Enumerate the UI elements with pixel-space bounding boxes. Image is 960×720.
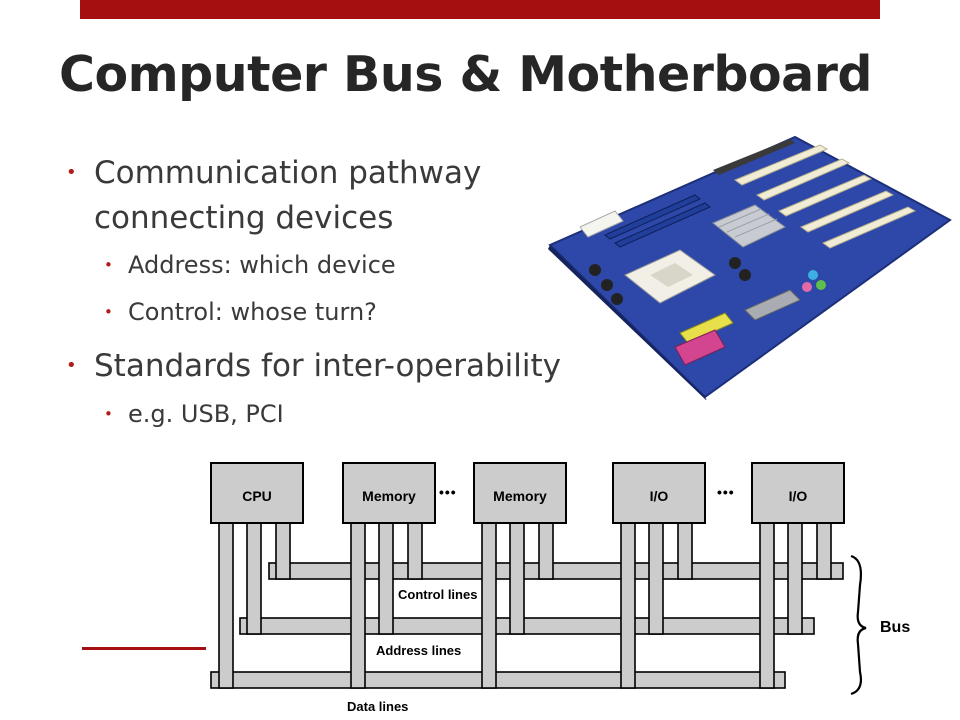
bus-drop-line: [218, 520, 234, 689]
slide-title: Computer Bus & Motherboard: [59, 46, 872, 103]
footer-accent-line: [82, 647, 206, 650]
sub-bullet-examples: e.g. USB, PCI: [128, 400, 284, 428]
bus-drop-line: [481, 520, 497, 689]
motherboard-image: [548, 135, 952, 400]
bus-device-box: [342, 462, 436, 524]
bus-device-box: [473, 462, 567, 524]
bus-drop-line: [787, 520, 803, 635]
bus-junction: [380, 619, 392, 633]
bus-junction: [409, 564, 421, 578]
control-lines-label: Control lines: [398, 587, 477, 602]
ellipsis-2: •••: [717, 484, 735, 500]
bus-drop-line: [620, 520, 636, 689]
bullet-dot: •: [104, 405, 113, 423]
bullet-dot: •: [66, 162, 77, 183]
bus-drop-line: [509, 520, 525, 635]
top-accent-bar: [80, 0, 880, 19]
bus-drop-line: [648, 520, 664, 635]
bullet-1-line1: Communication pathway: [94, 155, 482, 191]
bullet-dot: •: [104, 303, 113, 321]
bus-junction: [220, 673, 232, 687]
bus-brace: [850, 554, 867, 696]
bus-device-box: [612, 462, 706, 524]
bus-junction: [511, 619, 523, 633]
bus-junction: [540, 564, 552, 578]
bus-junction: [761, 673, 773, 687]
bus-junction: [248, 619, 260, 633]
bus-junction: [679, 564, 691, 578]
bus-device-label: Memory: [362, 488, 416, 504]
bus-label: Bus: [880, 619, 910, 636]
bus-device-box: [751, 462, 845, 524]
bus-junction: [622, 673, 634, 687]
bus-junction: [650, 619, 662, 633]
bus-drop-line: [378, 520, 394, 635]
bus-drop-line: [350, 520, 366, 689]
bus-device-label: I/O: [789, 488, 808, 504]
bullet-dot: •: [104, 256, 113, 274]
bus-junction: [352, 673, 364, 687]
data-bus-rail: [210, 671, 786, 689]
address-lines-label: Address lines: [376, 643, 461, 658]
bus-junction: [277, 564, 289, 578]
bus-junction: [789, 619, 801, 633]
bus-junction: [818, 564, 830, 578]
sub-bullet-control: Control: whose turn?: [128, 298, 377, 326]
address-bus-rail: [239, 617, 815, 635]
data-lines-label: Data lines: [347, 699, 408, 714]
bullet-2: Standards for inter-operability: [94, 348, 561, 384]
bus-device-label: Memory: [493, 488, 547, 504]
bus-device-box: [210, 462, 304, 524]
bullet-1-line2: connecting devices: [94, 200, 394, 236]
bus-drop-line: [759, 520, 775, 689]
sub-bullet-address: Address: which device: [128, 251, 396, 279]
bus-junction: [483, 673, 495, 687]
ellipsis-1: •••: [439, 484, 457, 500]
bus-device-label: I/O: [650, 488, 669, 504]
bus-device-label: CPU: [242, 488, 272, 504]
bus-drop-line: [246, 520, 262, 635]
bullet-dot: •: [66, 355, 77, 376]
